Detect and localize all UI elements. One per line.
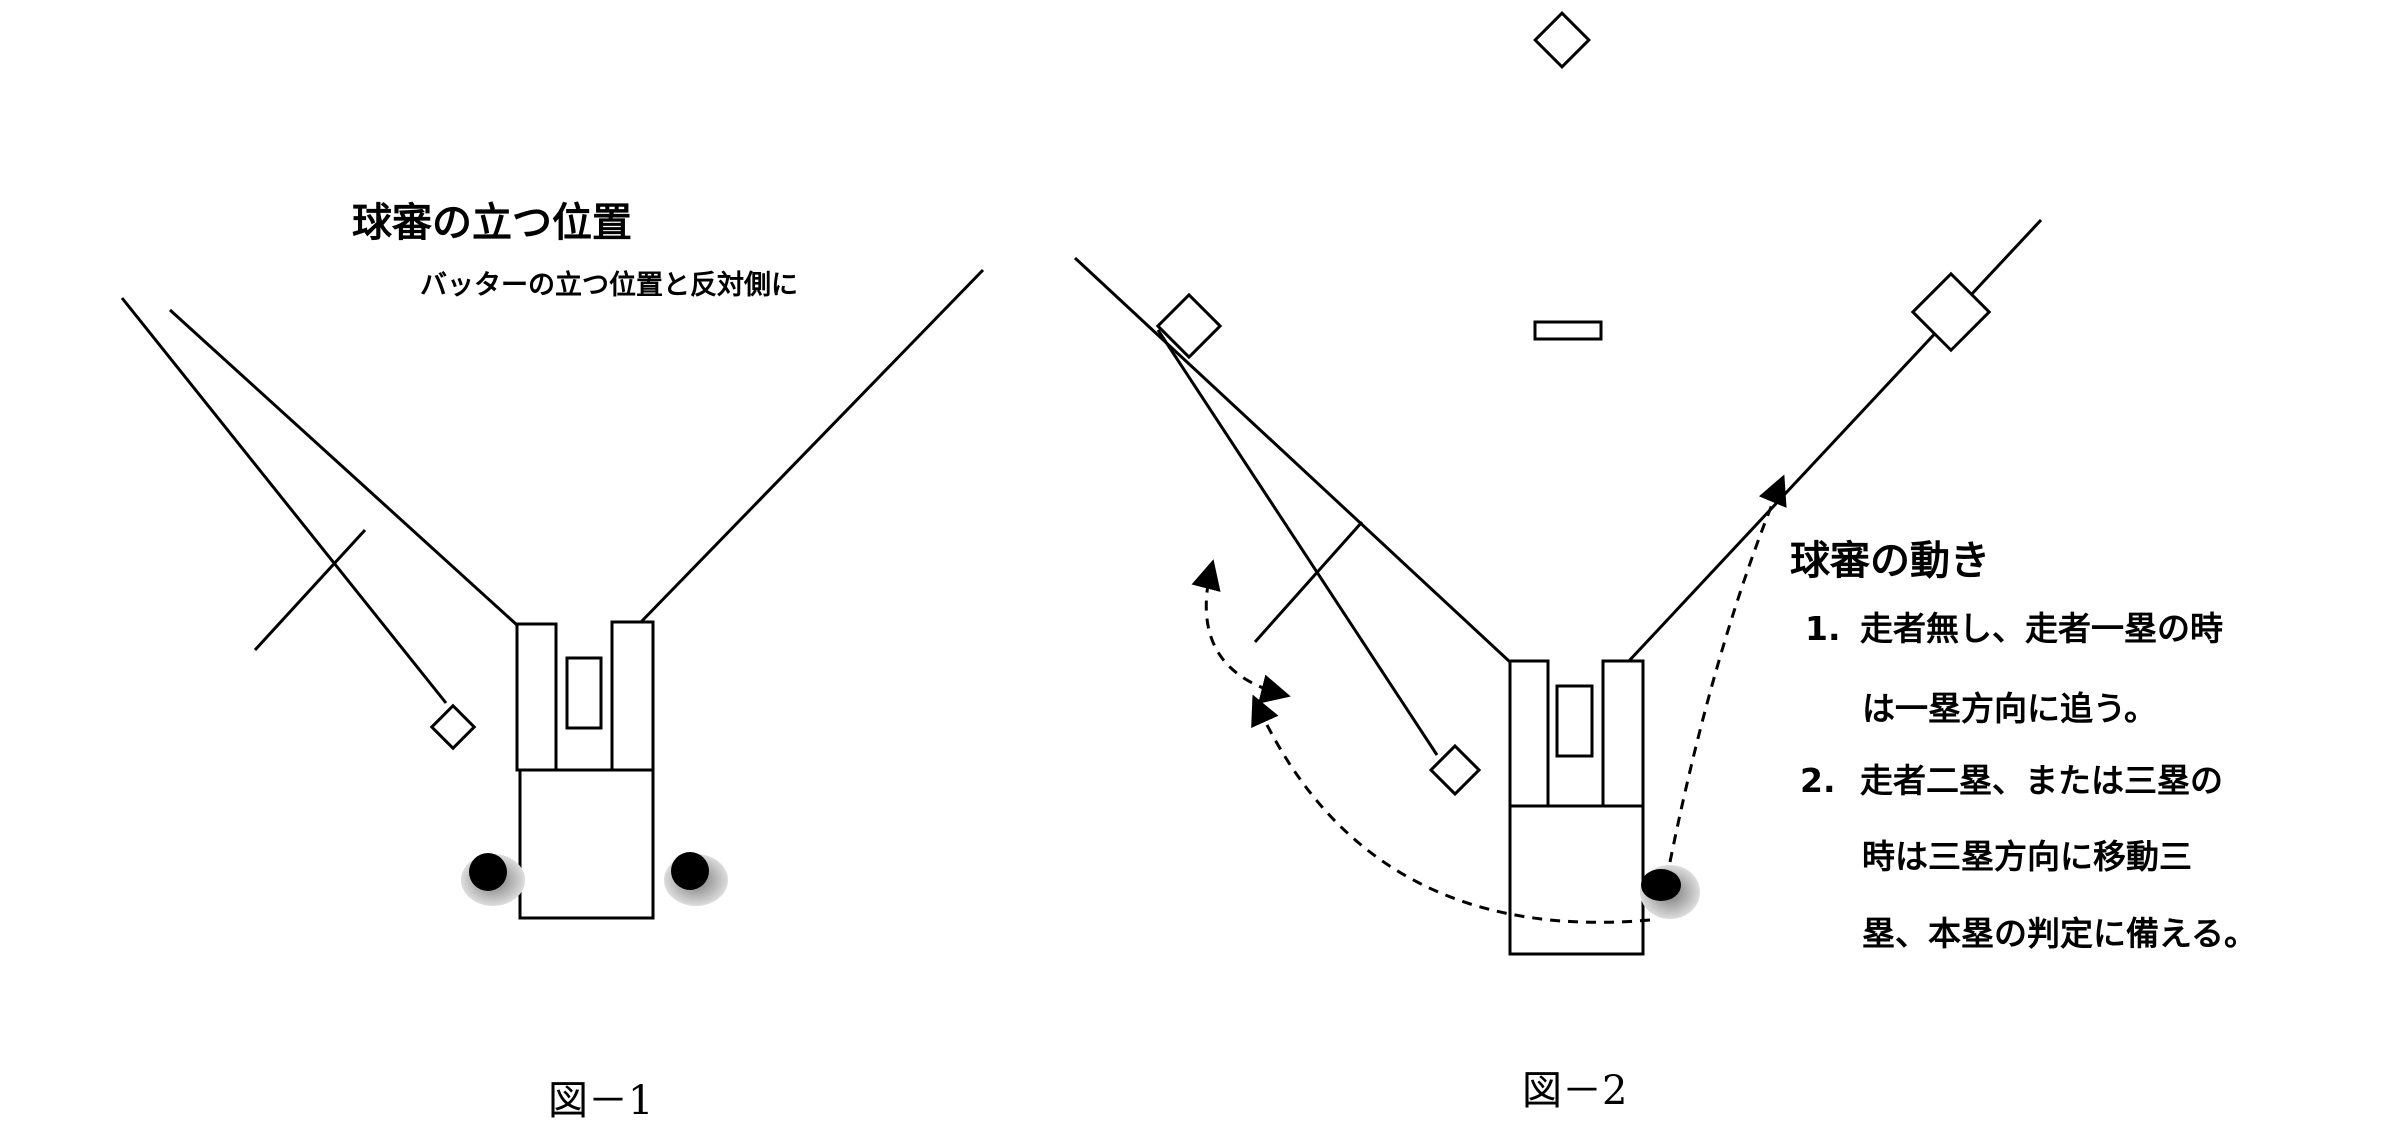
figure2-heading: 球審の動き [1790,538,1990,584]
third-base-sightline [1156,329,1439,756]
item-1-line-1: 走者無し、走者一塁の時 [1860,609,2223,648]
crossbar [253,528,367,652]
move-path-first-base [1668,474,1787,863]
home-plate [565,656,603,730]
figure-2 [1073,11,2043,956]
first-base-line [1626,218,2043,664]
catcher-box [518,768,655,920]
batter-box-right [610,620,655,772]
figure-1 [120,268,985,920]
batter-box-left [1508,659,1550,808]
item-2-line-1: 走者二塁、または三塁の [1860,761,2223,800]
move-path-small-arc [1191,559,1291,704]
crossbar [1253,521,1364,643]
third-base [1155,292,1223,360]
figure1-title: 球審の立つ位置 [352,200,632,246]
first-base [1910,271,1992,353]
figure1-caption: 図－1 [548,1078,654,1124]
item-1-number: 1. [1805,609,1841,648]
item-1-line-2: は一塁方向に追う。 [1862,689,2158,728]
batter-sightline [120,297,448,704]
figure2-caption: 図－2 [1522,1068,1628,1114]
item-2-line-2: 時は三塁方向に移動三 [1862,837,2192,876]
third-base-line [1073,256,1512,664]
item-2-line-3: 塁、本塁の判定に備える。 [1862,914,2258,953]
pitcher-plate [1533,320,1603,341]
umpire-position-right [671,852,709,890]
umpire-position [1641,869,1681,901]
second-base [1533,11,1591,69]
figure1-subtitle: バッターの立つ位置と反対側に [420,270,798,301]
catcher-box [1508,804,1645,956]
fielder-marker [429,703,477,751]
batter-box-right [1601,659,1645,808]
home-plate [1555,684,1594,758]
foul-line-left [168,308,519,627]
batter-box-left [515,622,558,772]
fielder-marker [1428,743,1482,797]
foul-line-right [638,268,985,625]
item-2-number: 2. [1800,761,1836,800]
move-path-third-base [1251,694,1651,924]
umpire-position-left [469,853,507,891]
